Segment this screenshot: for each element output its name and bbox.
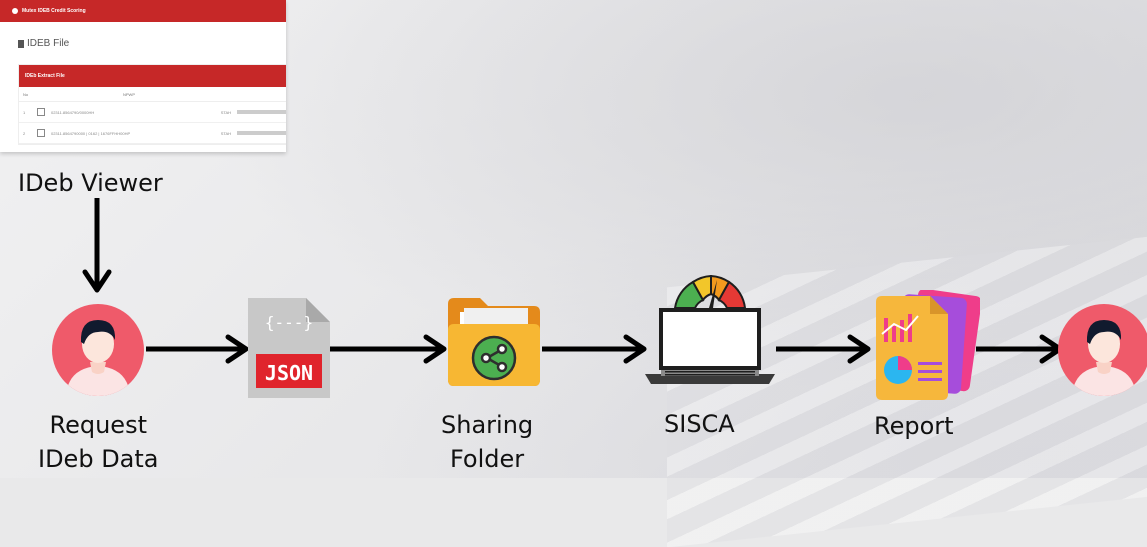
json-file-icon: {---} JSON [248,298,330,398]
column-npwp: NPWP [123,91,135,97]
app-logo-icon [12,8,18,14]
screenshot-topbar: Mutex IDEB Credit Scoring [0,0,286,22]
screenshot-page-title: IDEB File [0,22,286,49]
table-row: 1 02311.8564790/0000HH STAH [19,102,286,123]
request-label-line1: Request [49,411,148,439]
request-user-avatar-icon [52,304,144,396]
report-label: Report [874,412,954,440]
column-no: No [23,91,29,97]
arrow-right [146,334,249,364]
arrow-down [82,198,112,293]
redacted-bar [237,131,286,135]
end-user-avatar-icon [1058,304,1147,396]
sharing-folder-label: Sharing Folder [441,408,533,476]
sharing-label-line2: Folder [449,445,525,473]
json-badge [256,354,322,388]
request-label: Request IDeb Data [38,408,159,476]
row-no: 2 [23,130,26,136]
json-braces: {---} [265,313,313,332]
arrow-right [542,334,647,364]
page-title-text: IDEB File [27,38,70,49]
table-row: 2 02311.8564790000 | 0162 | 1676FFHH00HP… [19,123,286,144]
screenshot-app-title: Mutex IDEB Credit Scoring [22,8,86,14]
row-npwp: 02311.8564790/0000HH [50,109,95,115]
table-header: No NPWP [19,87,286,102]
arrow-right [976,334,1063,364]
row-checkbox [36,129,45,137]
arrow-right [776,334,871,364]
json-badge-text: JSON [265,361,313,385]
document-icon [18,39,24,48]
arrow-right [330,334,447,364]
row-npwp: 02311.8564790000 | 0162 | 1676FFHH00HP [50,130,131,136]
sharing-label-line1: Sharing [441,411,534,439]
row-value: STAH [220,130,232,136]
laptop-gauge-icon [645,274,775,384]
report-document-icon [876,290,980,400]
ideb-viewer-label: IDeb Viewer [18,169,163,197]
row-value: STAH [220,109,232,115]
panel-header: IDEb Extract File [19,65,286,87]
ideb-viewer-screenshot: Mutex IDEB Credit Scoring IDEB File IDEb… [0,0,286,152]
shared-folder-icon [448,298,540,386]
screenshot-panel: IDEb Extract File No NPWP 1 02311.856479… [18,64,286,145]
row-no: 1 [23,109,26,115]
sisca-label: SISCA [664,410,735,438]
row-checkbox [36,108,45,116]
request-label-line2: IDeb Data [38,445,159,473]
redacted-bar [237,110,286,114]
